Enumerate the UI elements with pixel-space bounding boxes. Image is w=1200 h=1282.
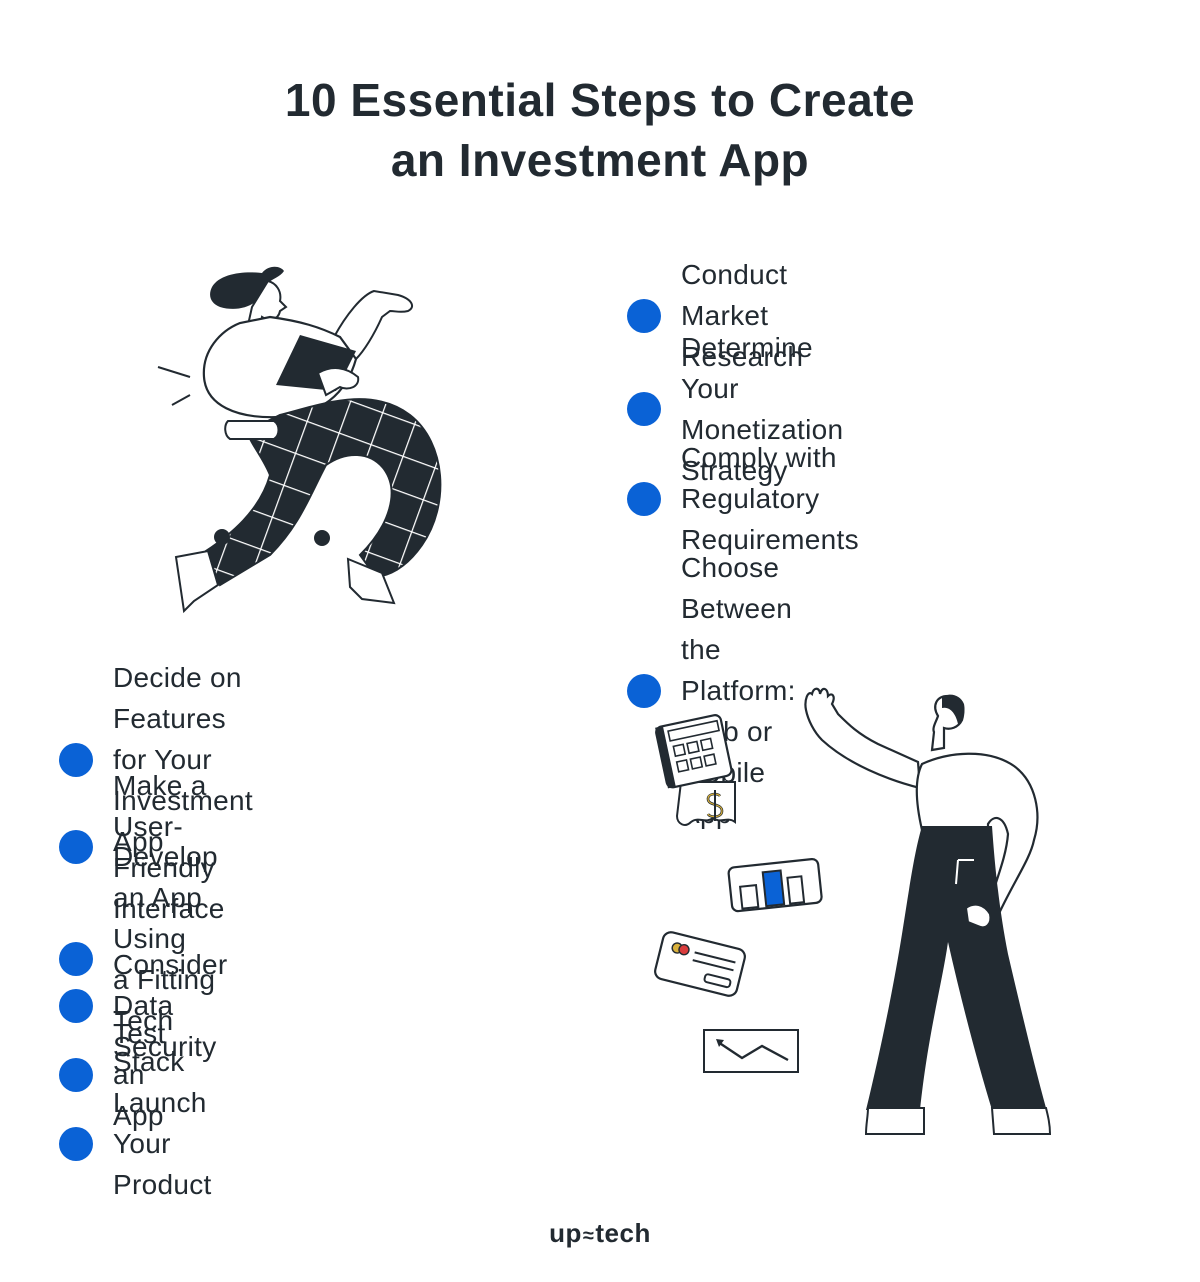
- list-item: Consider Data Security: [59, 944, 227, 1067]
- logo-text-tech: tech: [595, 1218, 651, 1248]
- step-label: Make a User-Friendly Interface: [113, 770, 225, 924]
- title-line-1: 10 Essential Steps to Create: [284, 74, 916, 126]
- bullet-dot-icon: [59, 830, 93, 864]
- logo-text-up: up: [549, 1218, 582, 1248]
- list-item: Comply with Regulatory Requirements: [627, 437, 859, 560]
- list-item: Develop an App Using a Fitting Tech Stac…: [59, 836, 218, 1082]
- bullet-dot-icon: [59, 988, 93, 1023]
- bullet-dot-icon: [627, 673, 661, 708]
- step-label: Test an App: [113, 1018, 166, 1131]
- page-title: 10 Essential Steps to Create an Investme…: [0, 70, 1200, 190]
- list-item: Conduct Market Research: [627, 254, 803, 377]
- step-label: Conduct Market Research: [681, 259, 804, 372]
- bullet-dot-icon: [59, 1126, 93, 1161]
- list-item: Make a User-Friendly Interface: [59, 765, 225, 929]
- logo-mark-icon: ≈: [582, 1225, 595, 1247]
- list-item: Determine Your Monetization Strategy: [627, 327, 843, 491]
- step-label: Comply with Regulatory Requirements: [681, 442, 859, 555]
- bar-chart-card-icon: [727, 858, 823, 913]
- man-standing-illustration: [804, 687, 1052, 1135]
- dollar-icon: [706, 790, 724, 821]
- bullet-dot-icon: [59, 942, 93, 976]
- bullet-dot-icon: [59, 742, 93, 777]
- bullet-dot-icon: [59, 1057, 93, 1092]
- list-item: Test an App: [59, 1013, 166, 1136]
- step-label: Launch Your Product: [113, 1087, 212, 1200]
- list-item: Decide on Features for Your Investment A…: [59, 657, 253, 862]
- woman-jumping-illustration: [157, 266, 442, 614]
- step-label: Decide on Features for Your Investment A…: [113, 662, 253, 857]
- bullet-dot-icon: [627, 298, 661, 333]
- step-label: Develop an App Using a Fitting Tech Stac…: [113, 841, 218, 1077]
- list-item: Launch Your Product: [59, 1082, 212, 1205]
- line-chart-icon: [703, 1029, 799, 1073]
- credit-card-icon: [654, 931, 746, 997]
- title-line-2: an Investment App: [390, 134, 810, 186]
- bullet-dot-icon: [627, 392, 661, 426]
- brand-logo: up≈tech: [0, 1218, 1200, 1249]
- bullet-dot-icon: [627, 481, 661, 516]
- step-label: Consider Data Security: [113, 949, 228, 1062]
- step-label: Determine Your Monetization Strategy: [681, 332, 844, 486]
